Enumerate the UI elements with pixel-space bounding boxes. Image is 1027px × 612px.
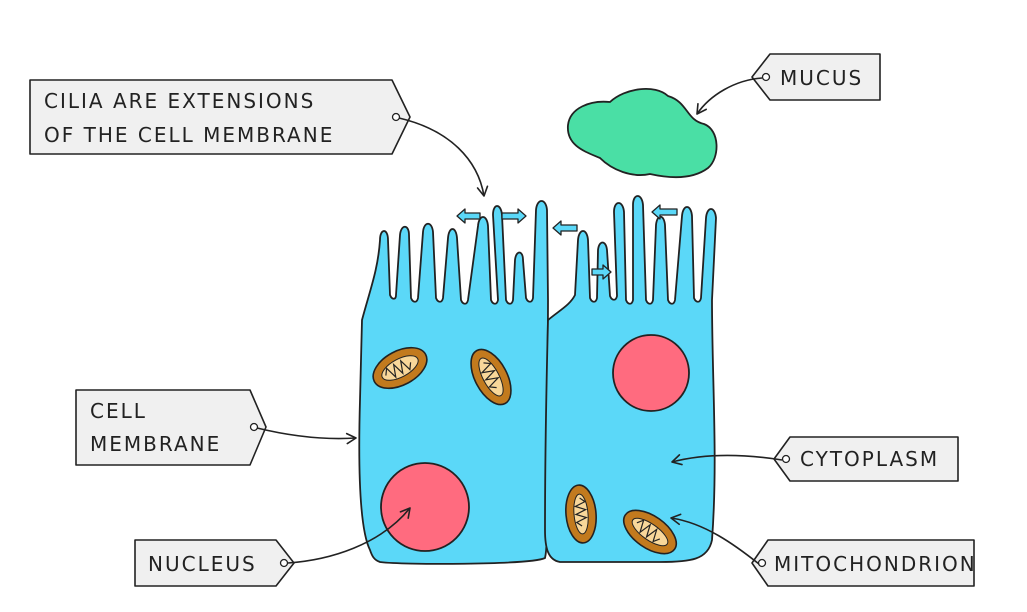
leader-cilia [398, 117, 489, 197]
mitochondrion-4 [622, 509, 678, 555]
arrow-left-icon [456, 208, 481, 224]
label-cilia-line1: CILIA ARE EXTENSIONS [44, 89, 315, 113]
arrow-left-icon [552, 220, 578, 236]
left-nucleus [380, 462, 470, 552]
leader-cytoplasm [671, 454, 783, 466]
label-cilia-line2: OF THE CELL MEMBRANE [44, 123, 334, 147]
right-nucleus [612, 334, 690, 412]
label-nucleus: NUCLEUS [134, 539, 295, 587]
label-cytoplasm: CYTOPLASM [773, 436, 959, 482]
label-mitochondrion: MITOCHONDRION [751, 539, 977, 587]
label-cell-membrane-line1: CELL [90, 399, 147, 423]
label-nucleus-text: NUCLEUS [148, 552, 257, 576]
leader-nucleus [287, 507, 411, 564]
leader-mucus [696, 77, 763, 115]
label-mucus-text: MUCUS [780, 66, 863, 90]
arrow-right-icon [501, 208, 527, 224]
mucus-blob [567, 88, 718, 178]
mitochondrion-1 [372, 346, 428, 390]
label-mucus: MUCUS [751, 53, 881, 101]
arrow-right-icon [591, 264, 612, 280]
label-cell-membrane: CELL MEMBRANE [75, 389, 267, 466]
label-cilia: CILIA ARE EXTENSIONS OF THE CELL MEMBRAN… [29, 79, 411, 155]
label-cell-membrane-line2: MEMBRANE [90, 432, 221, 456]
label-cytoplasm-text: CYTOPLASM [800, 447, 939, 471]
leader-cell-membrane [256, 427, 357, 445]
leader-mitochondrion [670, 513, 760, 565]
arrow-left-icon [651, 204, 678, 220]
mitochondrion-3 [565, 484, 597, 544]
mitochondrion-2 [470, 348, 512, 406]
label-mitochondrion-text: MITOCHONDRION [774, 552, 977, 576]
